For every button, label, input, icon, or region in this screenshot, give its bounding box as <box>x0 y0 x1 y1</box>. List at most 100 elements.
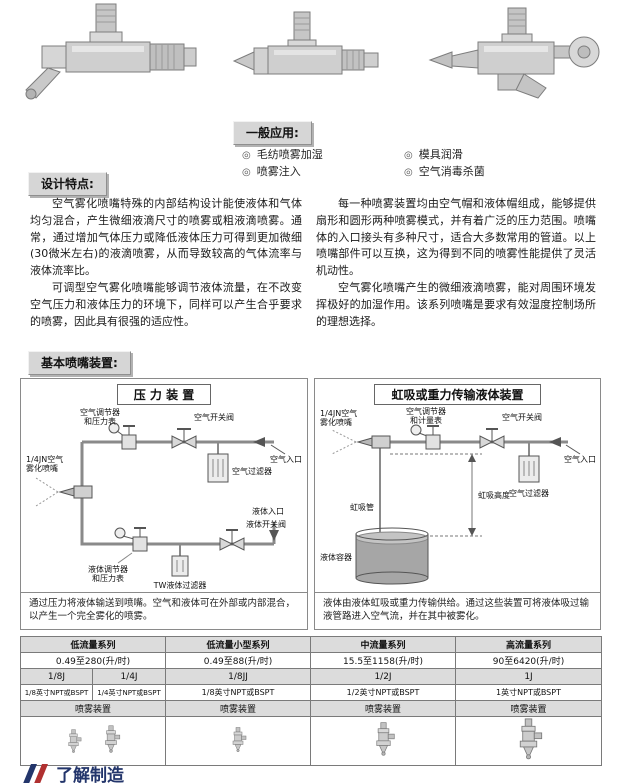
design-header: 设计特点: <box>28 172 107 196</box>
flow-range-cell: 15.5至1158(升/时) <box>310 652 457 669</box>
liquid-regulator-symbol <box>114 527 148 564</box>
nozzle-product-image <box>68 729 82 753</box>
liquid-container-symbol <box>355 527 428 585</box>
panel-title: 虹吸或重力传输液体装置 <box>374 384 541 405</box>
application-item: ◎模具润滑 <box>404 146 463 162</box>
connection-cell: 1/4英寸NPT或BSPT <box>91 684 167 701</box>
product-photo-2 <box>232 11 379 75</box>
design-paragraph: 每一种喷雾装置均由空气帽和液体帽组成，能够提供扇形和圆形两种喷雾模式，并有着广泛… <box>316 197 596 278</box>
siphon-height-dimension <box>389 453 482 537</box>
series-name-cell: 中流量系列 <box>310 636 457 653</box>
diagram-label: 空气调节器 <box>406 406 446 416</box>
basic-setup-header: 基本喷嘴装置: <box>28 351 131 375</box>
applications-header: 一般应用: <box>233 121 312 145</box>
application-item: ◎ 空气消毒杀菌 <box>404 163 485 179</box>
liquid-filter-symbol <box>171 545 189 577</box>
siphon-setup-panel: 虹吸或重力传输液体装置 <box>314 378 601 630</box>
series-name-cell: 高流量系列 <box>455 636 603 653</box>
diagram-label: 液体调节器 <box>88 564 128 574</box>
device-label-cell: 喷雾装置 <box>455 700 603 717</box>
application-label: 毛纺喷雾加湿 <box>256 148 323 161</box>
diagram-label: 空气过滤器 <box>232 466 272 476</box>
device-label-cell: 喷雾装置 <box>19 700 167 717</box>
diagram-label: 空气入口 <box>270 454 302 464</box>
diagram-label: 和压力表 <box>84 416 116 426</box>
diagram-label: 雾化喷嘴 <box>320 417 352 427</box>
air-filter-symbol <box>207 442 229 483</box>
flow-series-table: 低流量系列 低流量小型系列 中流量系列 高流量系列 0.49至280(升/时) … <box>19 636 603 766</box>
diagram-label: 空气调节器 <box>80 407 120 417</box>
application-item: ◎ 喷雾注入 <box>242 163 301 179</box>
diagram-label: 空气开关阀 <box>502 412 542 422</box>
flow-range-cell: 0.49至280(升/时) <box>19 652 167 669</box>
diagram-label: 和压力表 <box>92 573 124 583</box>
nozzle-symbol <box>331 429 390 455</box>
application-label: 喷雾注入 <box>256 165 301 178</box>
pressure-setup-panel: 压 力 装 置 <box>20 378 308 630</box>
circle-bullet-icon: ◎ <box>404 150 413 161</box>
model-cell: 1/4J <box>91 668 167 685</box>
siphon-setup-diagram: 空气调节器 和计量表 空气开关阀 空气入口 空气过滤器 1/4JN空气 雾化喷嘴… <box>320 406 596 585</box>
connection-cell: 1/8英寸NPT或BSPT <box>20 684 93 701</box>
product-image-cell <box>19 716 167 766</box>
model-cell: 1J <box>455 668 603 685</box>
air-regulator-symbol <box>410 424 440 450</box>
product-image-cell <box>165 716 312 766</box>
diagram-label: 空气入口 <box>564 454 596 464</box>
nozzle-product-image <box>375 722 395 756</box>
diagram-label: 虹吸管 <box>350 502 374 512</box>
diagram-label: 虹吸高度 <box>478 490 510 500</box>
product-photo-1 <box>25 3 197 100</box>
nozzle-symbol <box>35 477 93 507</box>
design-text-left: 空气雾化喷嘴特殊的内部结构设计能使液体和气体均匀混合，产生微细液滴尺寸的喷雾或粗… <box>30 196 302 330</box>
flow-range-cell: 90至6420(升/时) <box>455 652 603 669</box>
air-valve-symbol <box>479 428 504 449</box>
liquid-valve-symbol <box>219 529 245 551</box>
design-paragraph: 空气雾化喷嘴产生的微细液滴喷雾，能对周围环境发挥极好的加湿作用。该系列喷嘴是要求… <box>316 280 596 328</box>
device-label-cell: 喷雾装置 <box>310 700 457 717</box>
device-label-cell: 喷雾装置 <box>165 700 312 717</box>
air-regulator-symbol <box>108 422 137 450</box>
product-image-cell <box>310 716 457 766</box>
connection-cell: 1英寸NPT或BSPT <box>455 684 603 701</box>
circle-bullet-icon: ◎ <box>242 150 251 161</box>
series-name-cell: 低流量系列 <box>19 636 167 653</box>
design-text-right: 每一种喷雾装置均由空气帽和液体帽组成，能够提供扇形和圆形两种喷雾模式，并有着广泛… <box>316 196 596 330</box>
connection-cell: 1/8英寸NPT或BSPT <box>165 684 312 701</box>
circle-bullet-icon: ◎ <box>404 167 413 178</box>
diagram-label: 空气开关阀 <box>194 412 234 422</box>
application-label: 空气消毒杀菌 <box>418 165 485 178</box>
model-cell: 1/2J <box>310 668 457 685</box>
panel-title: 压 力 装 置 <box>116 384 212 405</box>
footer-clipped-text: 了解制造 <box>56 766 124 783</box>
diagram-label: 液体开关阀 <box>246 519 286 529</box>
pressure-setup-diagram: 空气调节器 和压力表 空气开关阀 空气入口 空气过滤器 1/4JN空气 雾化喷嘴… <box>26 407 302 590</box>
nozzle-product-image <box>105 725 121 753</box>
model-cell: 1/8JJ <box>165 668 312 685</box>
liquid-inlet-arrow <box>269 530 279 541</box>
panel-caption: 液体由液体虹吸或重力传输供给。通过这些装置可将液体吸过输液管路进入空气流，并在其… <box>315 592 600 626</box>
diagram-label: TW液体过滤器 <box>153 580 207 590</box>
air-inlet-arrow <box>253 437 286 455</box>
nozzle-product-image <box>519 718 543 760</box>
circle-bullet-icon: ◎ <box>242 167 251 178</box>
air-filter-symbol <box>518 442 539 483</box>
connection-cell: 1/2英寸NPT或BSPT <box>310 684 457 701</box>
diagram-label: 液体容器 <box>320 552 352 562</box>
air-inlet-arrow <box>548 437 580 455</box>
diagram-label: 和计量表 <box>410 415 442 425</box>
nozzle-product-image <box>232 726 247 752</box>
model-cell: 1/8J <box>20 668 93 685</box>
product-photo-3 <box>428 7 600 99</box>
design-paragraph: 可调型空气雾化喷嘴能够调节液体流量，在不改变空气压力和液体压力的环境下，同样可以… <box>30 280 302 328</box>
application-item: ◎ 毛纺喷雾加湿 <box>242 146 323 162</box>
design-paragraph: 空气雾化喷嘴特殊的内部结构设计能使液体和气体均匀混合，产生微细液滴尺寸的喷雾或粗… <box>30 197 302 278</box>
product-image-cell <box>455 716 603 766</box>
company-logo-icon <box>23 764 48 783</box>
diagram-label: 空气过滤器 <box>509 488 549 498</box>
panel-caption: 通过压力将液体输送到喷嘴。空气和液体可在外部或内部混合，以产生一个完全雾化的喷雾… <box>21 592 307 626</box>
flow-range-cell: 0.49至88(升/时) <box>165 652 312 669</box>
diagram-label: 液体入口 <box>252 506 284 516</box>
air-valve-symbol <box>171 428 197 449</box>
